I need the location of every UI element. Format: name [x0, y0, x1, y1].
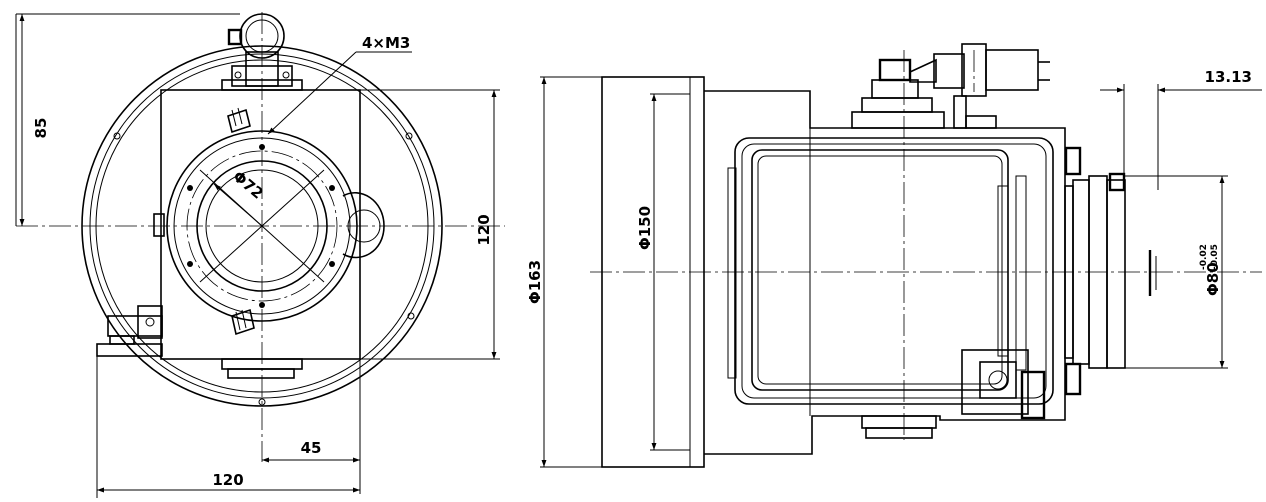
- spigot-ring: [1106, 179, 1126, 369]
- dim-85-label: 85: [32, 118, 50, 139]
- bottom-plate: [861, 415, 937, 429]
- dim-120-bottom-label: 120: [212, 471, 243, 489]
- tol-upper: -0.02: [1199, 244, 1209, 270]
- motor-mount: [933, 53, 965, 89]
- spigot-lug: [1064, 146, 1082, 176]
- mount-hole: [187, 261, 193, 267]
- inner-chamber: [751, 149, 1009, 391]
- side-tab: [153, 213, 165, 237]
- top-gear-head: [878, 58, 912, 82]
- holes-callout: 4×M3: [362, 34, 410, 52]
- bracket-spacer: [109, 335, 135, 345]
- spigot-lug: [1064, 362, 1082, 396]
- dim-13-13-label: 13.13: [1205, 68, 1252, 86]
- bottom-gearbox: [961, 349, 1029, 415]
- front-view: Φ72 4×M3 85 120 45 120: [15, 12, 505, 498]
- bracket-hole: [145, 317, 155, 327]
- upper-fitting: [227, 108, 251, 134]
- dim-163-label: Φ163: [526, 260, 544, 304]
- ring-hole: [258, 398, 266, 406]
- tol-lower: -0.05: [1210, 244, 1220, 270]
- lens-plate: [1015, 175, 1027, 371]
- dim-150-label: Φ150: [636, 206, 654, 250]
- dim-120-right-label: 120: [475, 214, 493, 245]
- dim-45-label: 45: [301, 439, 322, 457]
- bore-dia-label: Φ72: [229, 167, 266, 202]
- ring-hole: [405, 132, 413, 140]
- bracket-block: [137, 305, 163, 339]
- bore-dim-line: [213, 183, 263, 227]
- mount-hole: [329, 261, 335, 267]
- inner-housing: [734, 137, 1054, 405]
- ring-hole: [113, 132, 121, 140]
- barrel-lobe: [342, 191, 385, 259]
- clamp-hole: [234, 71, 242, 79]
- ring-hole: [407, 312, 415, 320]
- top-base: [851, 111, 945, 129]
- dim-80-label: Φ80: [1204, 262, 1222, 296]
- top-clamp-screw: [227, 28, 243, 46]
- holes-leader: [267, 51, 357, 135]
- side-body: [704, 90, 1066, 455]
- motor-body: [985, 49, 1039, 91]
- mount-hole: [187, 185, 193, 191]
- mount-hole: [329, 185, 335, 191]
- lens-plate: [997, 185, 1009, 357]
- side-view: Φ163 Φ150 13.13 Φ80 -0.02 -0.05: [526, 43, 1262, 468]
- front-bottom-plate-2: [227, 368, 295, 379]
- clamp-hole: [282, 71, 290, 79]
